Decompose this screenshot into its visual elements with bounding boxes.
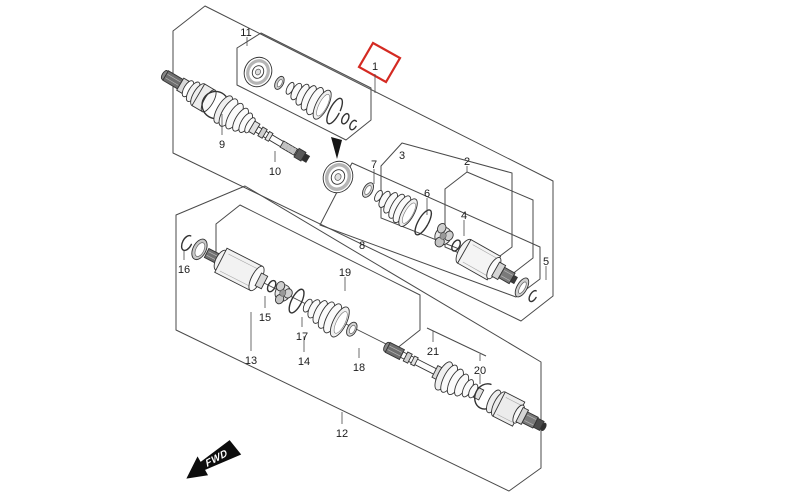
kit-box-11-outline [236, 32, 372, 141]
callout-18[interactable]: 18 [353, 362, 365, 374]
highlight-box[interactable] [357, 41, 402, 84]
c-clip-16 [180, 234, 194, 252]
inner-joint-assembly-upper [361, 182, 538, 303]
callout-11[interactable]: 11 [240, 27, 251, 39]
callout-20[interactable]: 20 [474, 365, 486, 377]
callout-1[interactable]: 1 [372, 61, 378, 73]
callout-14[interactable]: 14 [298, 356, 310, 368]
callout-9[interactable]: 9 [219, 139, 225, 151]
center-bearing [322, 160, 354, 194]
bracket-21-20 [426, 327, 487, 357]
snap-ring-4 [451, 239, 461, 252]
clamp-6 [414, 209, 433, 236]
kit-small-ring [340, 112, 350, 125]
repair-kit-11 [243, 56, 358, 131]
callout-7[interactable]: 7 [371, 159, 377, 171]
callout-17[interactable]: 17 [296, 331, 308, 343]
upper-plate-outline [172, 5, 554, 322]
callout-12[interactable]: 12 [336, 428, 348, 440]
callout-3[interactable]: 3 [399, 150, 405, 162]
callout-15[interactable]: 15 [259, 312, 271, 324]
callout-8[interactable]: 8 [359, 240, 365, 252]
callout-5[interactable]: 5 [543, 256, 549, 268]
pointer-wedge [331, 137, 342, 159]
c-clip-5 [528, 289, 538, 303]
sub-plate-8-outline [319, 162, 541, 298]
callout-10[interactable]: 10 [269, 166, 281, 178]
inner-joint-assembly-lower [180, 234, 358, 338]
callout-2[interactable]: 2 [464, 156, 470, 168]
callout-13[interactable]: 13 [245, 355, 257, 367]
callout-19[interactable]: 19 [339, 267, 351, 279]
lower-plate-outline [175, 185, 542, 492]
kit-c-ring [349, 119, 358, 131]
callout-16[interactable]: 16 [178, 264, 190, 276]
callout-4[interactable]: 4 [461, 210, 467, 222]
fwd-arrow: FWD [186, 440, 242, 479]
callout-6[interactable]: 6 [424, 188, 430, 200]
snap-ring-15 [266, 279, 277, 293]
upper-drive-shaft-assembly [160, 70, 311, 163]
callout-21[interactable]: 21 [427, 346, 439, 358]
clamp-17 [288, 288, 305, 314]
outer-shaft-assembly-lower [383, 341, 547, 431]
fwd-arrow-shape [186, 440, 242, 479]
kit-boot-clamp [326, 97, 344, 125]
